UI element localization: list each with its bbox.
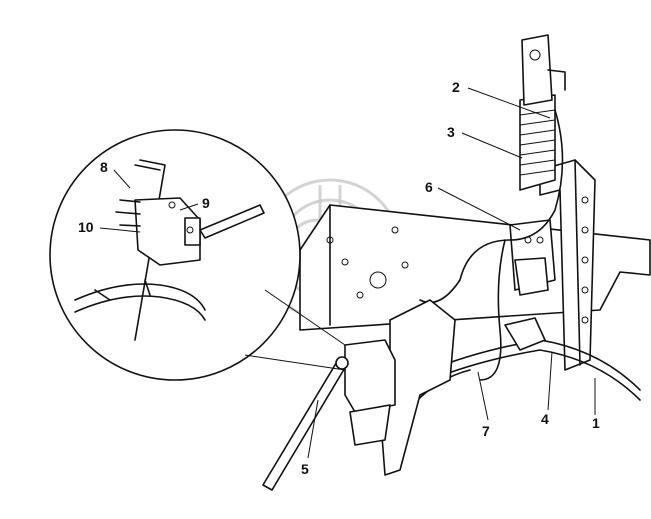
mount-plate bbox=[509, 219, 556, 296]
frame-rail bbox=[299, 204, 651, 331]
callout-2: 2 bbox=[452, 79, 460, 95]
valve-block bbox=[344, 339, 396, 446]
callout-7: 7 bbox=[482, 423, 490, 439]
detail-inset bbox=[49, 129, 301, 381]
callout-1: 1 bbox=[592, 415, 600, 431]
side-bracket bbox=[379, 299, 546, 476]
callout-5: 5 bbox=[301, 461, 309, 477]
vertical-bracket bbox=[539, 159, 596, 371]
callout-9: 9 bbox=[202, 195, 210, 211]
inset-leader bbox=[244, 354, 346, 371]
callout-4: 4 bbox=[541, 411, 549, 427]
callout-6: 6 bbox=[425, 179, 433, 195]
callout-3: 3 bbox=[447, 124, 455, 140]
callout-10: 10 bbox=[78, 219, 94, 235]
control-rod bbox=[262, 356, 349, 491]
callout-leaders bbox=[99, 87, 596, 459]
bellows-shock bbox=[519, 34, 566, 191]
callout-8: 8 bbox=[100, 159, 108, 175]
inset-leader-2 bbox=[264, 289, 346, 346]
